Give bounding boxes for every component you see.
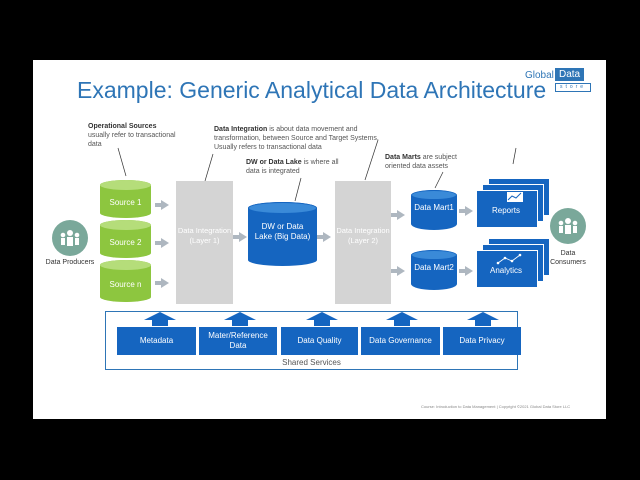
note-bold: DW or Data Lake	[246, 159, 302, 166]
service-arrow	[467, 312, 499, 326]
producers-label: Data Producers	[45, 259, 95, 266]
reports-label: Reports	[491, 206, 520, 215]
flow-arrow	[155, 238, 169, 248]
note-bold: Operational Sources	[88, 123, 157, 130]
analytics-label: Analytics	[489, 266, 522, 275]
data-mart-label: Data Mart1	[414, 203, 454, 212]
dw-label: DW or Data Lake (Big Data)	[254, 222, 311, 241]
analytics-stack: Analytics	[476, 238, 556, 290]
data-integration-note: Data Integration is about data movement …	[214, 125, 394, 152]
page-title: Example: Generic Analytical Data Archite…	[77, 77, 547, 103]
source-label: Source 1	[109, 198, 142, 207]
service-arrow	[144, 312, 176, 326]
flow-arrow	[155, 278, 169, 288]
data-mart-cylinder: Data Mart2	[411, 250, 457, 290]
source-cylinder: Source 2	[100, 220, 151, 258]
footer-copyright: Course: Introduction to Data Management …	[421, 404, 571, 409]
note-text: are subject oriented data assets	[385, 154, 457, 170]
note-text: is where all data is integrated	[246, 159, 339, 175]
service-arrow	[386, 312, 418, 326]
integration-layer-1-label: Data Integration (Layer 1)	[177, 226, 232, 245]
service-data-quality: Data Quality	[281, 327, 358, 355]
flow-arrow	[233, 232, 247, 242]
logo-text-store: store	[555, 83, 591, 92]
shared-services-label: Shared Services	[282, 358, 341, 367]
data-mart-label: Data Mart2	[414, 263, 454, 272]
service-data-privacy: Data Privacy	[443, 327, 521, 355]
note-text: usually refer to transactional data	[88, 132, 176, 148]
source-label: Source 2	[109, 238, 142, 247]
flow-arrow	[459, 206, 473, 216]
flow-arrow	[459, 266, 473, 276]
dw-note: DW or Data Lake is where all data is int…	[246, 158, 342, 176]
slide: Example: Generic Analytical Data Archite…	[33, 60, 606, 419]
note-bold: Data Integration	[214, 126, 268, 133]
flow-arrow	[317, 232, 331, 242]
logo-text-data: Data	[555, 68, 585, 81]
integration-layer-2: Data Integration (Layer 2)	[335, 181, 391, 304]
service-arrow	[306, 312, 338, 326]
note-connectors	[117, 139, 517, 202]
reports-stack: Reports	[476, 178, 556, 230]
flow-arrow	[391, 210, 405, 220]
source-label: Source n	[109, 280, 142, 289]
consumers-label: Data Consumers	[550, 250, 586, 266]
service-metadata: Metadata	[117, 327, 196, 355]
brand-logo: Global Data store	[525, 68, 593, 92]
data-marts-note: Data Marts are subject oriented data ass…	[385, 153, 475, 171]
chart-icon	[506, 190, 524, 208]
note-text: is about data movement and transformatio…	[214, 126, 379, 151]
operational-sources-note: Operational Sources usually refer to tra…	[88, 122, 178, 149]
source-cylinder: Source n	[100, 260, 151, 302]
service-arrow	[224, 312, 256, 326]
service-reference-data: Mater/Reference Data	[199, 327, 277, 355]
integration-layer-2-label: Data Integration (Layer 2)	[336, 226, 390, 245]
source-cylinder: Source 1	[100, 180, 151, 218]
flow-arrow	[391, 266, 405, 276]
service-data-governance: Data Governance	[361, 327, 440, 355]
integration-layer-1: Data Integration (Layer 1)	[176, 181, 233, 304]
consumers-icon	[550, 208, 586, 244]
producers-icon	[52, 220, 88, 256]
scatter-icon	[496, 252, 524, 270]
data-mart-cylinder: Data Mart1	[411, 190, 457, 230]
flow-arrow	[155, 200, 169, 210]
dw-cylinder: DW or Data Lake (Big Data)	[248, 202, 317, 266]
logo-text-global: Global	[525, 70, 554, 81]
note-bold: Data Marts	[385, 154, 421, 161]
